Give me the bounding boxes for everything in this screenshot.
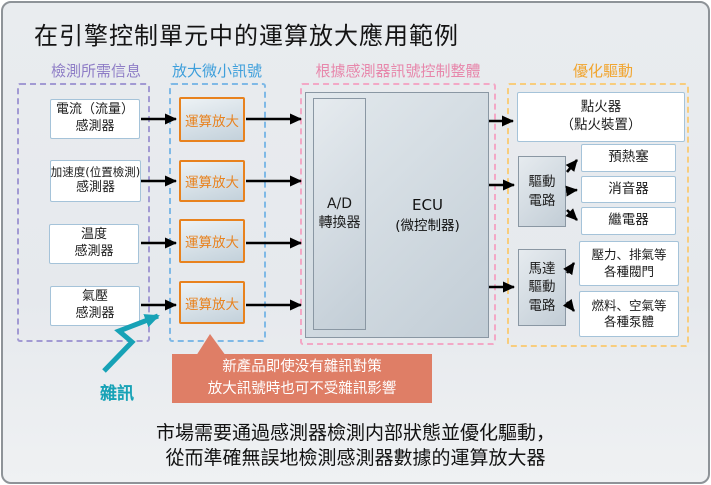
footer-line: 市場需要通過感測器檢測内部狀態並優化驅動， <box>155 422 555 444</box>
sensor-box-pressure: 氣壓 感測器 <box>50 286 140 326</box>
sensor-box-acceleration: 加速度(位置檢測) 感測器 <box>50 160 141 202</box>
output-label-line: 預熱塞 <box>608 149 649 166</box>
drive-circuit-line: 驅動 <box>528 174 556 191</box>
sensor-label-line: 温度 <box>80 227 107 243</box>
adc-label-line: A/D <box>326 196 353 213</box>
drive-circuit-line: 電路 <box>528 192 556 209</box>
opamp-box-4: 運算放大 <box>179 281 245 324</box>
sensor-label-line: 感測器 <box>75 119 115 134</box>
sensor-box-temperature: 温度 感測器 <box>49 224 139 264</box>
group-sensors <box>17 83 150 342</box>
output-label-line: 各種泵體 <box>603 314 654 329</box>
output-label-line: 消音器 <box>608 180 649 197</box>
callout-box: 新產品即使没有雜訊對策 放大訊號時也可不受雜訊影響 <box>172 354 432 403</box>
ecu-label-line: (微控制器) <box>395 218 460 234</box>
output-box-pumps: 燃料、空氣等 各種泵體 <box>579 291 679 337</box>
motor-circuit-line: 電路 <box>528 297 556 314</box>
section-label-amplify: 放大微小訊號 <box>171 62 262 80</box>
section-label-detect: 檢測所需信息 <box>50 62 141 80</box>
output-box-valves: 壓力、排氣等 各種閥門 <box>579 241 679 286</box>
opamp-label: 運算放大 <box>185 296 239 313</box>
page-title: 在引擎控制單元中的運算放大應用範例 <box>34 22 459 50</box>
sensor-label-line: 氣壓 <box>81 289 108 305</box>
adc-label-line: 轉換器 <box>318 215 361 231</box>
output-label-line: （點火裝置） <box>560 117 642 133</box>
ecu-label: ECU (微控制器) <box>366 92 489 338</box>
output-box-glowplug: 預熱塞 <box>581 144 676 172</box>
sensor-label-line: 感測器 <box>74 244 114 259</box>
ecu-label-line: ECU <box>412 196 443 214</box>
output-label-line: 點火器 <box>580 99 622 116</box>
opamp-box-3: 運算放大 <box>179 219 245 263</box>
output-label-line: 各種閥門 <box>603 263 654 279</box>
opamp-label: 運算放大 <box>185 113 239 130</box>
callout-line: 新產品即使没有雜訊對策 <box>222 358 382 375</box>
sensor-label-line: 電流（流量） <box>55 102 134 118</box>
adc-box: A/D 轉換器 <box>313 98 366 330</box>
output-label-line: 繼電器 <box>608 212 649 229</box>
motor-drive-circuit-box: 馬達 驅動 電路 <box>518 249 566 326</box>
opamp-box-2: 運算放大 <box>179 160 245 202</box>
sensor-box-current: 電流（流量） 感測器 <box>50 99 140 139</box>
motor-circuit-line: 馬達 <box>528 261 556 278</box>
section-label-control: 根據感測器訊號控制整體 <box>315 62 481 80</box>
sensor-label-line: 加速度(位置檢測) <box>50 165 141 180</box>
output-label-line: 燃料、空氣等 <box>591 297 667 313</box>
opamp-label: 運算放大 <box>185 175 239 191</box>
footer-text: 市場需要通過感測器檢測内部狀態並優化驅動， 從而準確無誤地檢測感測器數據的運算放… <box>0 421 711 471</box>
motor-circuit-line: 驅動 <box>528 279 556 296</box>
group-ecu <box>300 83 496 345</box>
sensor-label-line: 感測器 <box>75 306 115 321</box>
opamp-label: 運算放大 <box>185 235 239 251</box>
output-box-relay: 繼電器 <box>581 207 676 235</box>
output-label-line: 壓力、排氣等 <box>591 247 667 263</box>
section-label-drive: 優化驅動 <box>572 62 633 80</box>
output-box-muffler: 消音器 <box>581 176 676 203</box>
group-outputs <box>507 83 689 347</box>
drive-circuit-box: 驅動 電路 <box>518 156 566 227</box>
callout-line: 放大訊號時也可不受雜訊影響 <box>207 380 397 397</box>
opamp-box-1: 運算放大 <box>179 97 245 142</box>
noise-label: 雜訊 <box>100 384 134 404</box>
footer-line: 從而準確無誤地檢測感測器數據的運算放大器 <box>165 447 546 470</box>
sensor-label-line: 感測器 <box>75 180 115 196</box>
output-box-ignition: 點火器 （點火裝置） <box>517 92 685 142</box>
